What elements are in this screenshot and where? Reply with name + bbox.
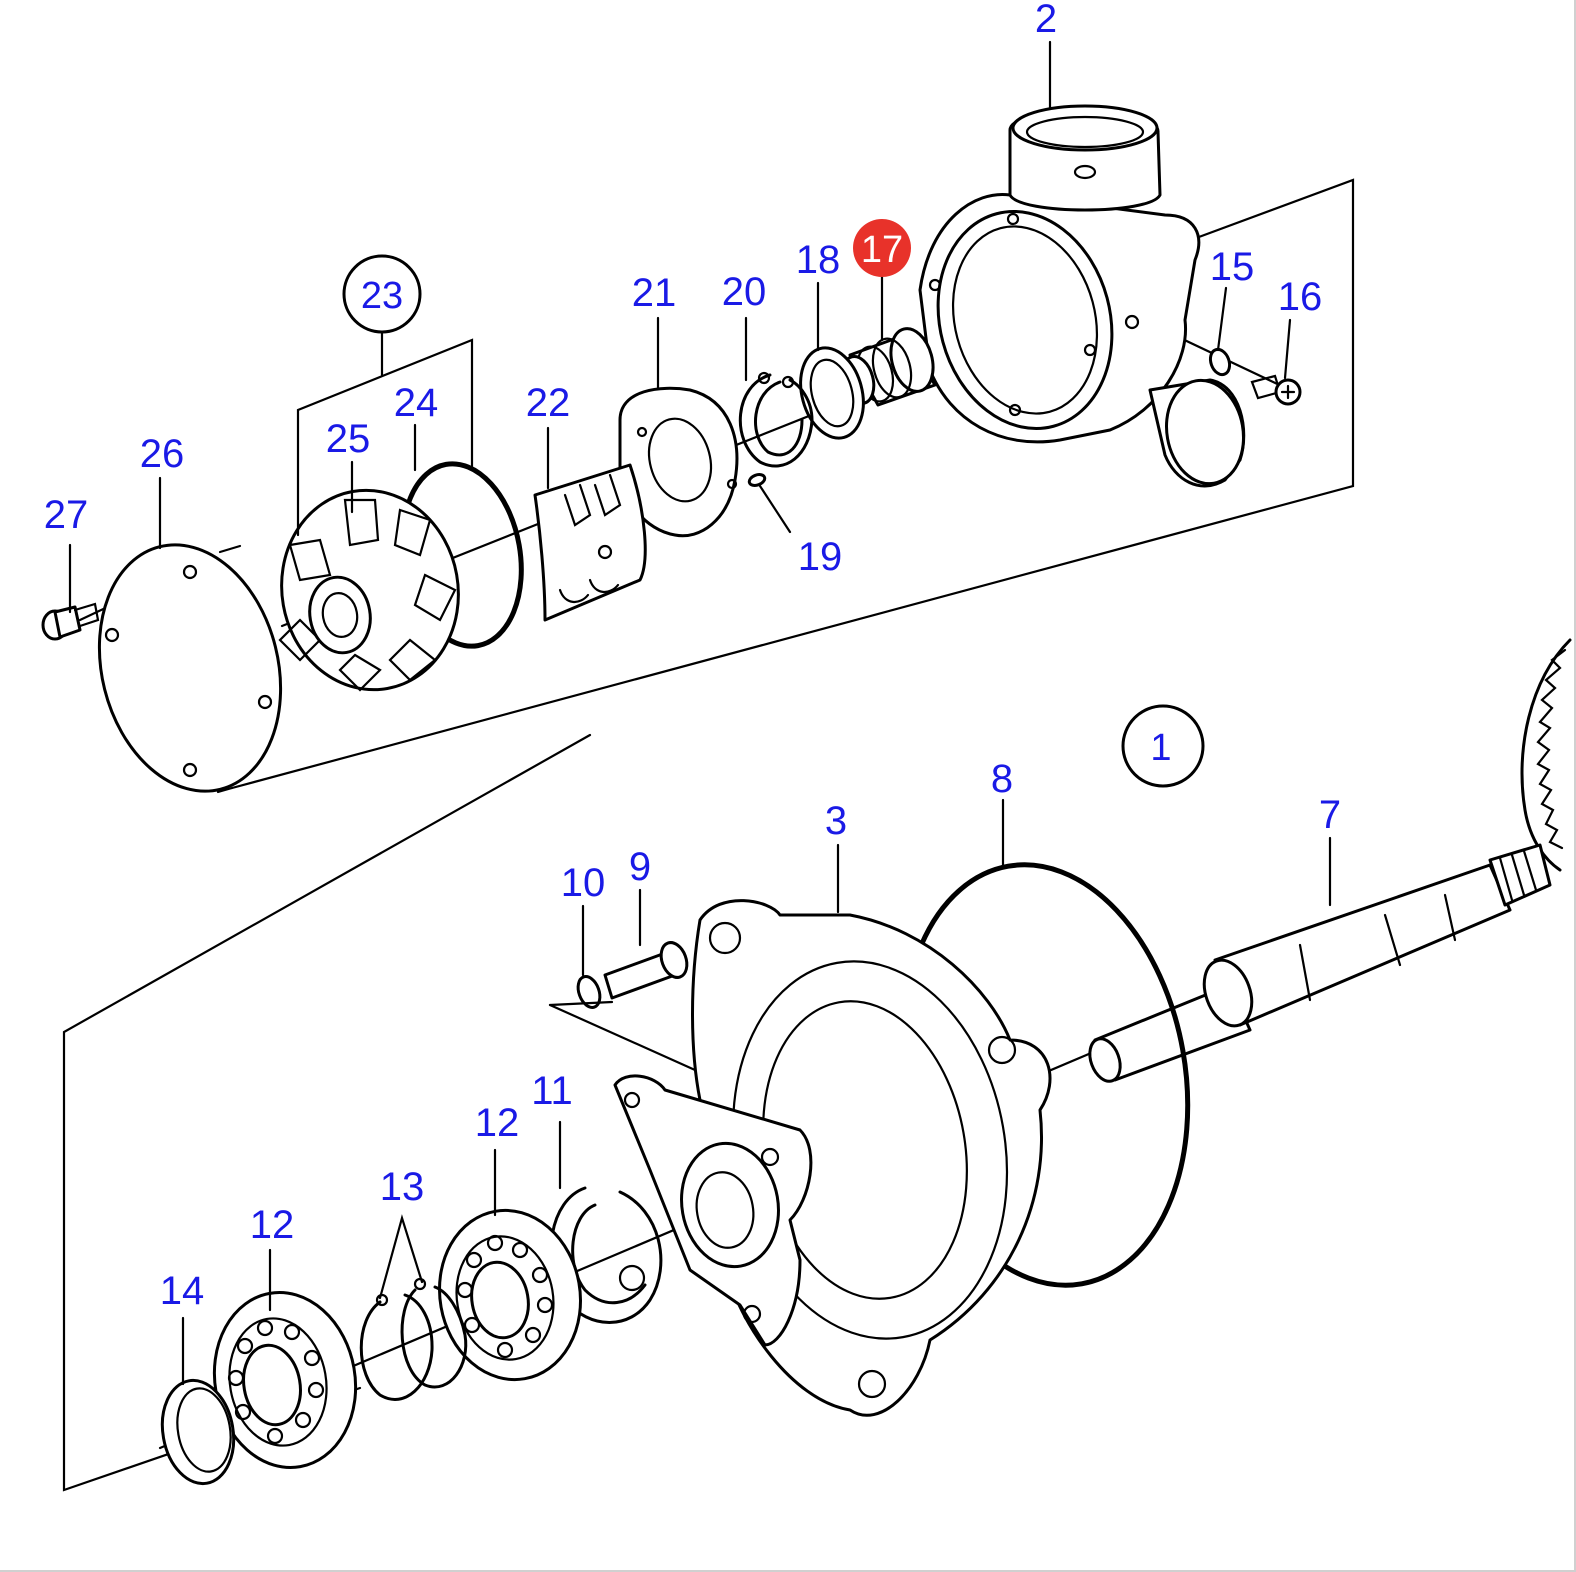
callout-17-highlight [853, 219, 911, 277]
cam-plate [533, 463, 647, 622]
wear-plate [618, 386, 739, 538]
callout-10: 10 [561, 861, 606, 905]
upper-frame [216, 178, 1355, 794]
pump-housing [918, 104, 1246, 488]
callout-11: 11 [531, 1069, 573, 1113]
callout-24: 24 [394, 381, 439, 425]
circlip-lower [549, 1186, 663, 1324]
callout-18: 18 [796, 238, 841, 282]
callout-22: 22 [526, 381, 571, 425]
ball-bearing-inner [438, 1208, 582, 1382]
callout-3: 3 [825, 799, 847, 843]
cover-screw [41, 602, 100, 641]
callout-23: 23 [361, 275, 403, 317]
callout-12-lower: 12 [250, 1203, 295, 1247]
callout-16: 16 [1278, 275, 1323, 319]
callout-21: 21 [632, 271, 677, 315]
pin [747, 473, 767, 487]
gear-wheel [1520, 638, 1572, 872]
callout-2: 2 [1035, 0, 1057, 41]
seal-assembly [840, 327, 937, 407]
bearing-flange [613, 1074, 813, 1347]
callout-20: 20 [722, 270, 767, 314]
drive-shaft [1088, 843, 1552, 1083]
callout-23-circle [342, 254, 422, 334]
circlips-pair [359, 1277, 468, 1401]
callout-19: 19 [798, 535, 843, 579]
callout-8: 8 [991, 757, 1013, 801]
callout-25: 25 [326, 417, 371, 461]
flange-bolt [548, 941, 697, 1072]
ball-bearing-outer [212, 1290, 358, 1470]
impeller [278, 488, 460, 692]
callout-labels: 2 23 24 25 26 27 22 21 20 18 17 15 16 19… [44, 0, 1341, 1313]
washer [799, 346, 865, 440]
callout-27: 27 [44, 493, 89, 537]
callout-17: 17 [861, 229, 903, 271]
leader-lines [68, 40, 1332, 1386]
circlip-upper [738, 371, 814, 468]
callout-1-circle [1121, 704, 1205, 788]
callout-13: 13 [380, 1165, 425, 1209]
seal-ring [160, 1378, 236, 1486]
housing-screw [1208, 347, 1302, 406]
callout-15: 15 [1210, 245, 1255, 289]
callout-7: 7 [1319, 793, 1341, 837]
callout-14: 14 [160, 1269, 205, 1313]
callout-12-upper: 12 [475, 1101, 520, 1145]
callout-1: 1 [1150, 727, 1171, 769]
callout-9: 9 [629, 845, 651, 889]
callout-26: 26 [140, 432, 185, 476]
pump-cover [97, 543, 283, 793]
